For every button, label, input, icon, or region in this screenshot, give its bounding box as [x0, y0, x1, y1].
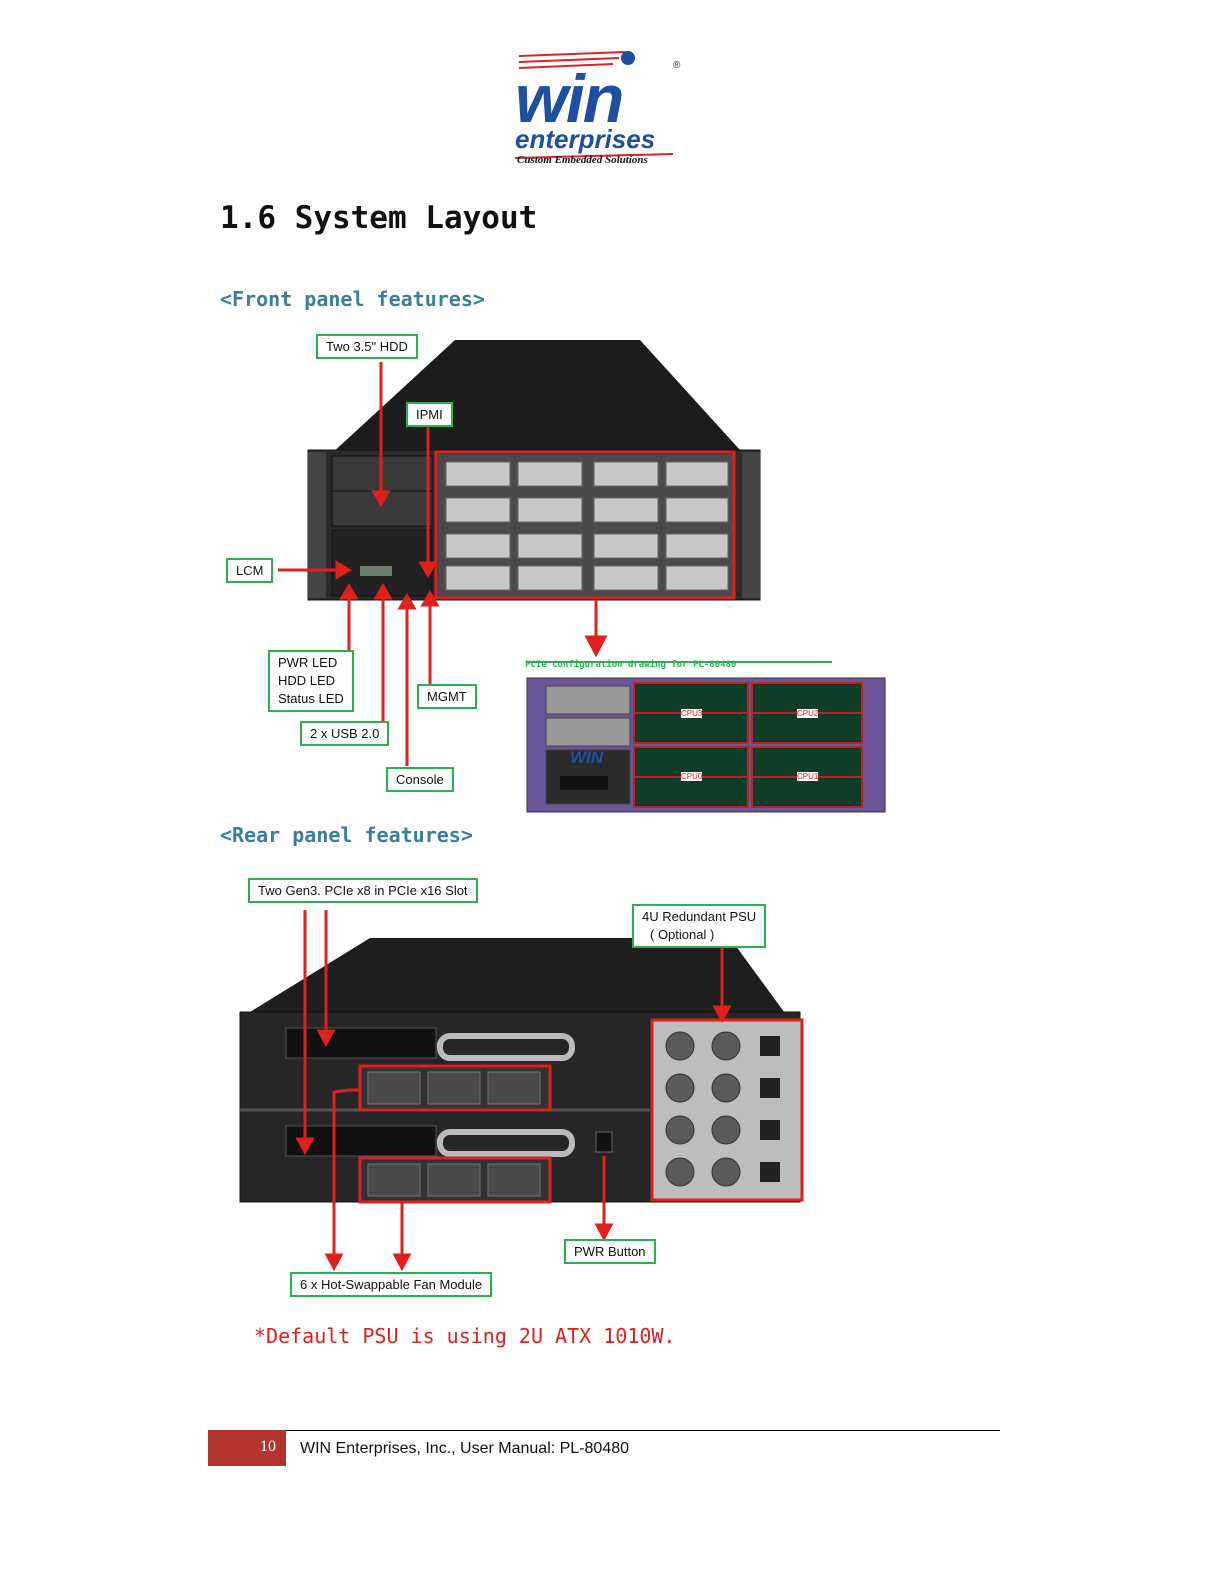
logo-wordmark: win [515, 61, 624, 137]
logo-tagline: Custom Embedded Solutions [517, 154, 648, 166]
page-number: 10 [208, 1430, 286, 1466]
footer-rule [208, 1430, 1000, 1431]
callout-console: Console [386, 767, 454, 792]
psu-note: *Default PSU is using 2U ATX 1010W. [254, 1324, 676, 1348]
rear-panel-title: <Rear panel features> [220, 823, 473, 847]
callout-leds: PWR LED HDD LED Status LED [268, 650, 354, 712]
nic-highlight-box [434, 450, 736, 600]
registered-mark: ® [673, 60, 681, 71]
callout-mgmt: MGMT [417, 684, 477, 709]
chassis-handle [437, 1033, 575, 1061]
power-button-icon [595, 1131, 613, 1153]
rear-chassis-top [250, 938, 790, 1020]
callout-hdd: Two 3.5" HDD [316, 334, 418, 359]
rear-panel-diagram [239, 910, 804, 1272]
right-rack-ear [742, 452, 760, 598]
lcm-screen [360, 566, 392, 576]
footer-text: WIN Enterprises, Inc., User Manual: PL-8… [300, 1440, 630, 1457]
front-panel-diagram [278, 340, 886, 813]
company-logo: win ® enterprises Custom Embedded Soluti… [505, 46, 705, 176]
logo-swoosh-icon [514, 51, 674, 159]
cpu-label: CPU3 [681, 709, 703, 718]
pcie-slot [285, 1027, 437, 1059]
left-rack-ear [308, 452, 326, 598]
callout-fan: 6 x Hot-Swappable Fan Module [290, 1272, 493, 1297]
cpu-label: CPU2 [797, 709, 819, 718]
callout-psu: 4U Redundant PSU ( Optional ) [632, 904, 767, 948]
front-panel-title: <Front panel features> [220, 287, 485, 311]
logo-subline: enterprises [515, 124, 656, 154]
section-title: 1.6 System Layout [220, 200, 538, 236]
callout-usb: 2 x USB 2.0 [300, 721, 390, 746]
callout-ipmi: IPMI [406, 402, 453, 427]
cpu-label: CPU0 [681, 772, 703, 781]
psu-option-label: ( Optional ) [650, 927, 715, 942]
callout-pwr-button: PWR Button [564, 1239, 656, 1264]
cpu-label: CPU1 [797, 772, 819, 781]
pcie-config-caption: PCIe Configuration drawing for PL-80480 [525, 660, 737, 670]
led-label: HDD LED [278, 673, 336, 688]
callout-pcie-slot: Two Gen3. PCIe x8 in PCIe x16 Slot [248, 878, 478, 903]
pcie-brand-label: WIN [570, 748, 604, 767]
psu-label: 4U Redundant PSU [642, 909, 757, 924]
led-label: PWR LED [278, 655, 338, 670]
callout-lcm: LCM [226, 558, 274, 583]
led-label: Status LED [278, 691, 344, 706]
chassis-handle [437, 1129, 575, 1157]
